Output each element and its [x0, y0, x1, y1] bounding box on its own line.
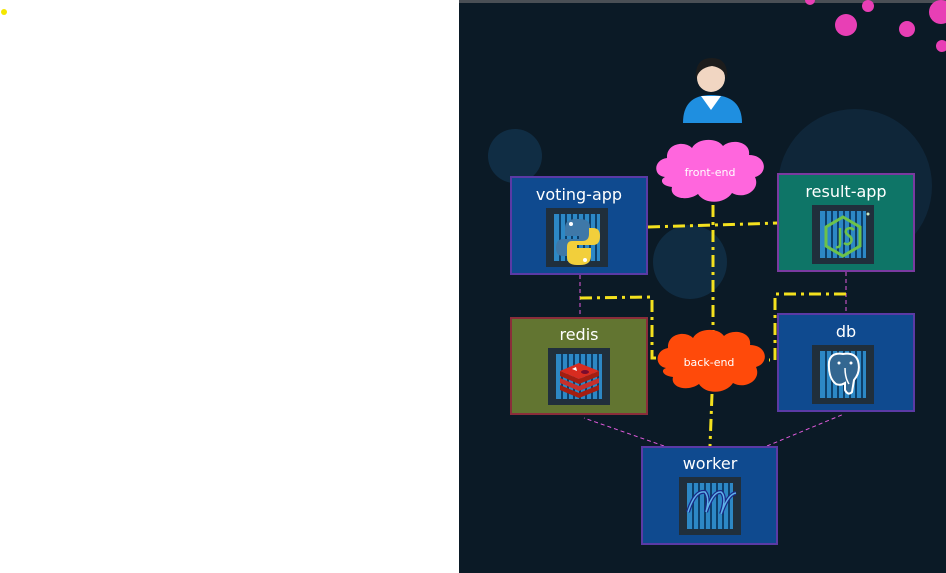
back-end-cloud-shape — [657, 329, 765, 392]
voting-app-node: voting-app — [510, 176, 648, 275]
result-app-node: result-app — [777, 173, 915, 272]
voting-app-container-icon — [546, 208, 608, 267]
redis-node: redis — [510, 317, 648, 415]
python-icon — [556, 219, 600, 265]
redis-icon — [560, 363, 599, 398]
front-end-label: front-end — [685, 166, 736, 179]
db-container-icon — [812, 345, 874, 404]
result-app-container-icon — [812, 205, 874, 264]
worker-node: worker — [641, 446, 778, 545]
db-label: db — [836, 322, 856, 341]
architecture-diagram: front-end back-end voting-app — [488, 0, 946, 545]
dotnet-icon — [686, 489, 737, 515]
front-end-link-line — [647, 221, 780, 229]
link-worker-to-redis — [583, 417, 665, 447]
network-lines — [579, 205, 846, 447]
redis-label: redis — [559, 325, 598, 344]
db-node: db — [777, 313, 915, 412]
db-back-end-line — [769, 292, 846, 362]
yellow-dot-marker — [1, 9, 7, 15]
redis-back-end-line — [579, 295, 659, 360]
result-app-label: result-app — [805, 182, 886, 201]
nodejs-icon — [824, 212, 870, 258]
worker-container-icon — [679, 477, 741, 535]
postgresql-icon — [827, 352, 860, 395]
top-border — [459, 0, 946, 3]
front-end-network: front-end — [656, 139, 764, 202]
user-icon — [683, 58, 742, 123]
redis-container-icon — [548, 348, 610, 405]
worker-back-end-line — [708, 393, 714, 447]
diagram-slide: front-end back-end voting-app — [459, 0, 946, 573]
back-end-label: back-end — [684, 356, 735, 369]
front-end-cloud-shape — [656, 139, 764, 202]
voting-app-label: voting-app — [536, 185, 622, 204]
back-end-network: back-end — [657, 329, 765, 392]
link-worker-to-db — [766, 413, 845, 447]
worker-label: worker — [683, 454, 738, 473]
